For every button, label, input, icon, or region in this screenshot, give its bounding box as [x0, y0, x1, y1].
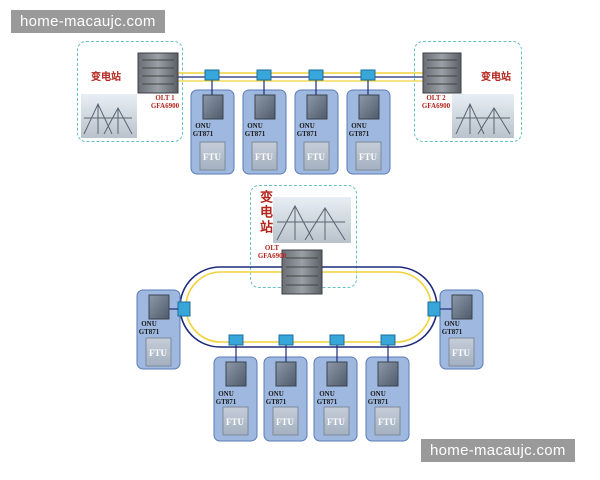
onu-model: GT871: [138, 328, 160, 336]
substation-photo-right: [452, 94, 514, 138]
substation-label-left: 变电站: [91, 72, 121, 83]
ftu-label-t4: FTU: [359, 152, 377, 162]
ftu-label-b2: FTU: [276, 417, 294, 427]
ring-ftu-cabinets: [145, 337, 475, 436]
onu-name: ONU: [351, 122, 367, 130]
onu-name: ONU: [268, 390, 284, 398]
watermark-top: home-macaujc.com: [11, 10, 165, 33]
ftu-label-t3: FTU: [307, 152, 325, 162]
ftu-label-b3: FTU: [327, 417, 345, 427]
olt1-cabinet: [137, 52, 179, 94]
onu-model: GT871: [296, 130, 318, 138]
olt2-model: GFA6900: [421, 102, 451, 110]
ftu-label-ring-left: FTU: [149, 348, 167, 358]
onu-name: ONU: [319, 390, 335, 398]
substation-frame-right: [414, 41, 522, 142]
olt1-model: GFA6900: [150, 102, 180, 110]
ftu-label-ring-right: FTU: [452, 348, 470, 358]
onu-model: GT871: [441, 328, 463, 336]
onu-name: ONU: [370, 390, 386, 398]
onu-model: GT871: [244, 130, 266, 138]
onu-name: ONU: [299, 122, 315, 130]
top-ftu-cabinets: [199, 141, 382, 171]
onu-name: ONU: [218, 390, 234, 398]
ftu-label-b1: FTU: [226, 417, 244, 427]
watermark-bottom: home-macaujc.com: [421, 439, 575, 462]
olt3-model: GFA6900: [257, 252, 287, 260]
onu-model: GT871: [348, 130, 370, 138]
substation-frame-left: [77, 41, 183, 142]
onu-model: GT871: [265, 398, 287, 406]
olt2-cabinet: [422, 52, 462, 94]
onu-model: GT871: [215, 398, 237, 406]
olt2-label-block: OLT 2 GFA6900: [415, 94, 457, 110]
substation-label-center: 变电站: [258, 190, 273, 235]
onu-name: ONU: [444, 320, 460, 328]
substation-photo-left: [81, 94, 137, 138]
olt3-label-block: OLT GFA6900: [252, 244, 292, 260]
onu-name: ONU: [141, 320, 157, 328]
onu-name: ONU: [247, 122, 263, 130]
onu-model: GT871: [316, 398, 338, 406]
onu-model: GT871: [367, 398, 389, 406]
substation-label-right: 变电站: [481, 72, 511, 83]
ftu-label-t1: FTU: [203, 152, 221, 162]
olt2-label: OLT 2: [426, 94, 446, 102]
onu-model: GT871: [192, 130, 214, 138]
ftu-label-b4: FTU: [378, 417, 396, 427]
olt3-label: OLT: [264, 244, 280, 252]
ring-splitters: [168, 301, 452, 362]
top-splitters: [204, 69, 376, 96]
onu-name: ONU: [195, 122, 211, 130]
center-substation-photo: [273, 197, 351, 243]
ring-onu-devices: [148, 294, 473, 387]
top-onu-devices: [202, 94, 380, 120]
olt1-label-block: OLT 1 GFA6900: [144, 94, 186, 110]
ftu-label-t2: FTU: [255, 152, 273, 162]
olt3-cabinet: [281, 249, 323, 295]
olt1-label: OLT 1: [155, 94, 175, 102]
